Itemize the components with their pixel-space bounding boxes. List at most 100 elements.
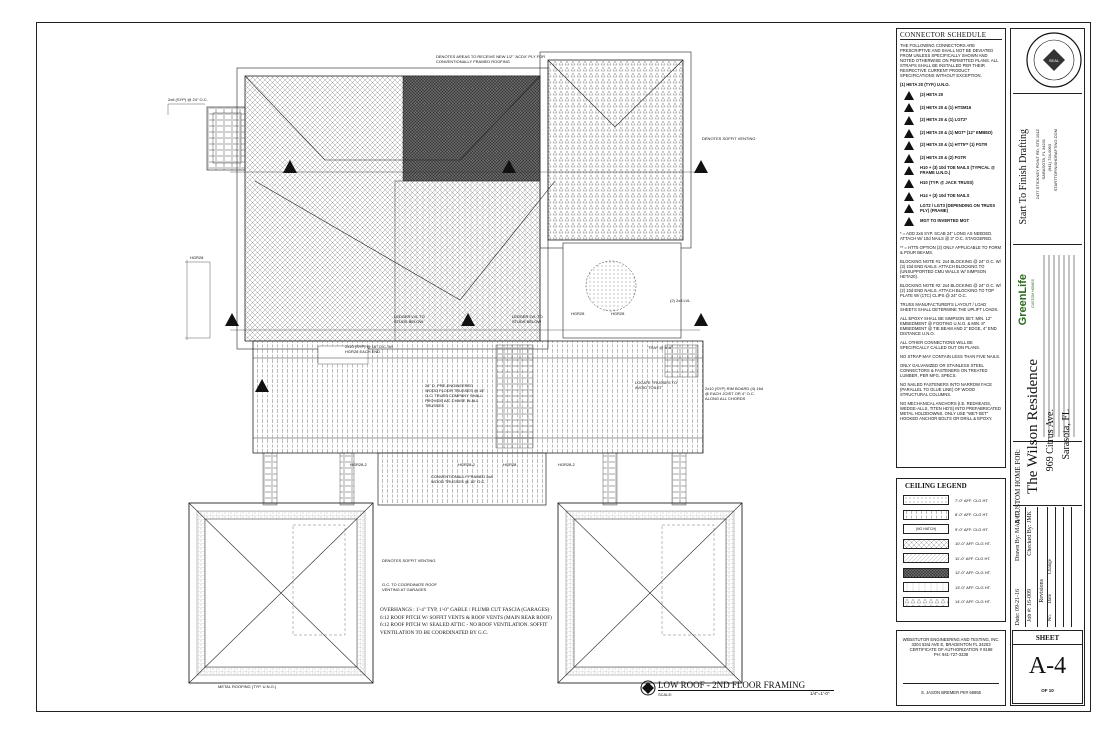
connector-triangle-icon (904, 141, 914, 151)
sheet-border (36, 22, 1091, 712)
connector-triangle-icon (904, 216, 914, 226)
connector-row: (2) HETA 20 & (1) HTSM16 (900, 102, 1002, 115)
project-city: Sarasota, FL (1061, 409, 1072, 460)
legend-swatch-dots (903, 495, 949, 506)
sheet-of: OF 10 (1041, 688, 1054, 693)
connector-triangle-icon (904, 204, 914, 214)
note-hgr-b1: HGR28-2 (350, 462, 367, 467)
connector-row: (2) HETA 20 & (1) HTT5** (1) FGTR (900, 139, 1002, 152)
sheet-box: SHEET A-4 OF 10 (1012, 630, 1083, 704)
connector-note: NO STRAP MAY CONTAIN LESS THAN FIVE NAIL… (900, 353, 1001, 359)
legend-row: 10'-0" AFF. CLG HT. (903, 537, 1005, 552)
note-hgr-b2: HGR28-2 (458, 462, 475, 467)
engineer-line: WEBSTUTOR ENGINEERING AND TESTING, INC. (902, 637, 1000, 642)
drafting-firm: Start To Finish Drafting (1018, 129, 1029, 225)
seal-icon: SEAL (1026, 32, 1082, 88)
connector-triangle-icon (904, 128, 914, 138)
note-vent-top: DENOTES AREAS TO RECEIVE NEW 1/2" 'ACDX'… (436, 54, 546, 64)
note-rim: 2x10 (SYP) RIM BOARD (4) 16d @ EACH JOIS… (705, 386, 764, 401)
note-metal-roof: METAL ROOFING (TYP. U.N.O.) (218, 684, 277, 689)
job-field: Job #: 16-009 (1027, 589, 1033, 623)
section-markers (225, 160, 708, 392)
connector-triangle-icon (904, 166, 914, 176)
rev-change: Change (1048, 559, 1053, 575)
engineer-signature: S. JASON BREMER PE# 66955 (920, 690, 982, 695)
connector-note: ONLY GALVANIZED OR STAINLESS STEEL CONNE… (900, 362, 988, 378)
sheet-number: A-4 (1028, 653, 1067, 679)
note-soffit-garage: DENOTES SOFFIT VENTING (382, 558, 436, 563)
legend-swatch-none: (NO HATCH) (903, 524, 949, 535)
connector-triangle-icon (904, 178, 914, 188)
main-roof (236, 67, 556, 350)
sheet-label: SHEET (1013, 634, 1082, 645)
connector-row: H10 (TYP. @ JACK TRUSS) (900, 177, 1002, 190)
svg-text:SEAL: SEAL (1049, 58, 1060, 63)
connector-triangle-icon (904, 153, 914, 163)
overhangs-note: OVERHANGS : 1'-4" TYP, 1'-0" GABLE / PLU… (380, 607, 552, 636)
floor-framing-band (252, 340, 704, 506)
drawn-field: Drawn By: MAB/JD (1015, 511, 1021, 562)
builder-logo: GreenLife (1017, 274, 1029, 326)
note-gt-left: 2x6 (SYP) @ 24" O.C. (168, 97, 208, 102)
connector-note: NO MECHANICAL ANCHORS (I.E. REDHEADS, WE… (900, 400, 1001, 421)
legend-swatch-lines (903, 582, 949, 593)
connector-triangle-icon (904, 90, 914, 100)
firm-web: STARTTOFINISHDRAFTING.COM (1053, 129, 1058, 192)
connector-schedule-title: CONNECTOR SCHEDULE (900, 31, 1002, 40)
connector-note: BLOCKING NOTE #2: 2x4 BLOCKING @ 24" O.C… (900, 282, 1001, 298)
engineer-line: 3304 53rd AVE E, BRADENTON FL 34203 (911, 642, 991, 647)
connector-row: MGT TO INVERTED MGT (900, 215, 1002, 228)
connector-row: H10 + (3) 10d TOE NAILS (TYPICAL @ FRAME… (900, 165, 1002, 178)
connector-note: ALL OTHER CONNECTIONS WILL BE SPECIFICAL… (900, 339, 981, 350)
note-truss: 24" D. PRE-ENGINEERED WOOD FLOOR TRUSSES… (425, 383, 485, 408)
connector-row: (2) HETA 20 & (2) FGTR (900, 152, 1002, 165)
note-hdr-bot: HGR28 (503, 462, 517, 467)
connector-list: (2) HETA 20 (2) HETA 20 & (1) HTSM16 (2)… (900, 89, 1002, 228)
note-hdr-left: HGR28 (190, 255, 204, 260)
right-wing-roof (539, 51, 692, 339)
connector-note: ** = HTT5 OPTION (3) ONLY APPLICABLE TO … (900, 244, 1002, 255)
connector-note: TRUSS MANUFACTURER'S LAYOUT / LOAD SHEET… (900, 301, 999, 312)
connector-note: BLOCKING NOTE #1: 2x4 BLOCKING @ 24" O.C… (900, 258, 1001, 279)
legend-swatch-cross (903, 538, 949, 549)
connector-triangle-icon (904, 115, 914, 125)
legend-row: 14'-0" AFF. CLG HT. (903, 595, 1005, 610)
dimension-lines (167, 103, 700, 340)
builder-sub: CUSTOM HOMES (1031, 279, 1035, 308)
engineer-line: CERTIFICATE OF AUTHORIZATION # 9198 (909, 647, 993, 652)
legend-swatch-grid (903, 596, 949, 607)
connector-row: (2) HETA 20 & (1) LGT2* (900, 114, 1002, 127)
title-block: SEAL Start To Finish Drafting 2477 STICK… (1010, 28, 1085, 706)
connector-row: LGT2 / LGT3 (DEPENDING ON TRUSS PLY) (FR… (900, 202, 1002, 215)
legend-row: (NO HATCH)9'-0" AFF. CLG HT. (903, 522, 1005, 537)
note-lvl2: LEDGER LVL TO STUDS BELOW (512, 314, 543, 324)
note-gc-coord: G.C. TO COORDINATE ROOF VENTING AT GARAG… (382, 582, 437, 592)
connector-note: * = ADD 2x6 SYP. SCAB 24" LONG AS NEEDED… (900, 230, 993, 241)
note-hgr2: HGR28 (571, 311, 585, 316)
fine-print (1041, 251, 1081, 441)
plan-scale: 1/4"=1'-0" (810, 691, 830, 696)
note-hdr-right: (2) 2x8 LVL (670, 298, 691, 303)
left-bay (206, 106, 246, 171)
connector-row: H14 + (3) 10d TOE NAILS (900, 190, 1002, 203)
connector-row: (2) HETA 20 & (1) MGT* (12" EMBED) (900, 127, 1002, 140)
project-address: 969 Citrus Ave. (1045, 409, 1056, 472)
ceiling-legend: CEILING LEGEND 7'-0" AFF. CLG HT. 8'-0" … (896, 478, 1006, 622)
note-soffit-right: DENOTES SOFFIT VENTING (702, 136, 756, 141)
note-lvl1: LEDGER LVL TO STUDS BELOW (394, 314, 425, 324)
note-toilet: LOCATE TRUSSES TO AVOID TOILET (635, 380, 678, 390)
garage-right-roof (557, 502, 743, 684)
note-conv: CONVENTIONALLY FRAMED 2x8 WOOD TRUSSES @… (431, 474, 493, 484)
engineer-block: WEBSTUTOR ENGINEERING AND TESTING, INC. … (896, 630, 1006, 706)
connector-note: NO NAILED FASTENERS INTO NARROW FACE (PA… (900, 381, 993, 397)
connector-schedule: CONNECTOR SCHEDULE THE FOLLOWING CONNECT… (896, 28, 1006, 468)
rev-date: Date (1048, 594, 1053, 604)
legend-swatch-diag (903, 553, 949, 564)
legend-row: 8'-0" AFF. CLG HT. (903, 508, 1005, 523)
date-field: Date: 09-21-16 (1015, 589, 1021, 626)
legend-row: 11'-0" AFF. CLG HT. (903, 551, 1005, 566)
connector-note: ALL EPOXY SHALL BE SIMPSON SET. MIN. 12"… (900, 315, 997, 336)
connector-row: (2) HETA 20 (900, 89, 1002, 102)
section-symbol-icon (640, 680, 656, 696)
ceiling-legend-title: CEILING LEGEND (905, 482, 967, 490)
